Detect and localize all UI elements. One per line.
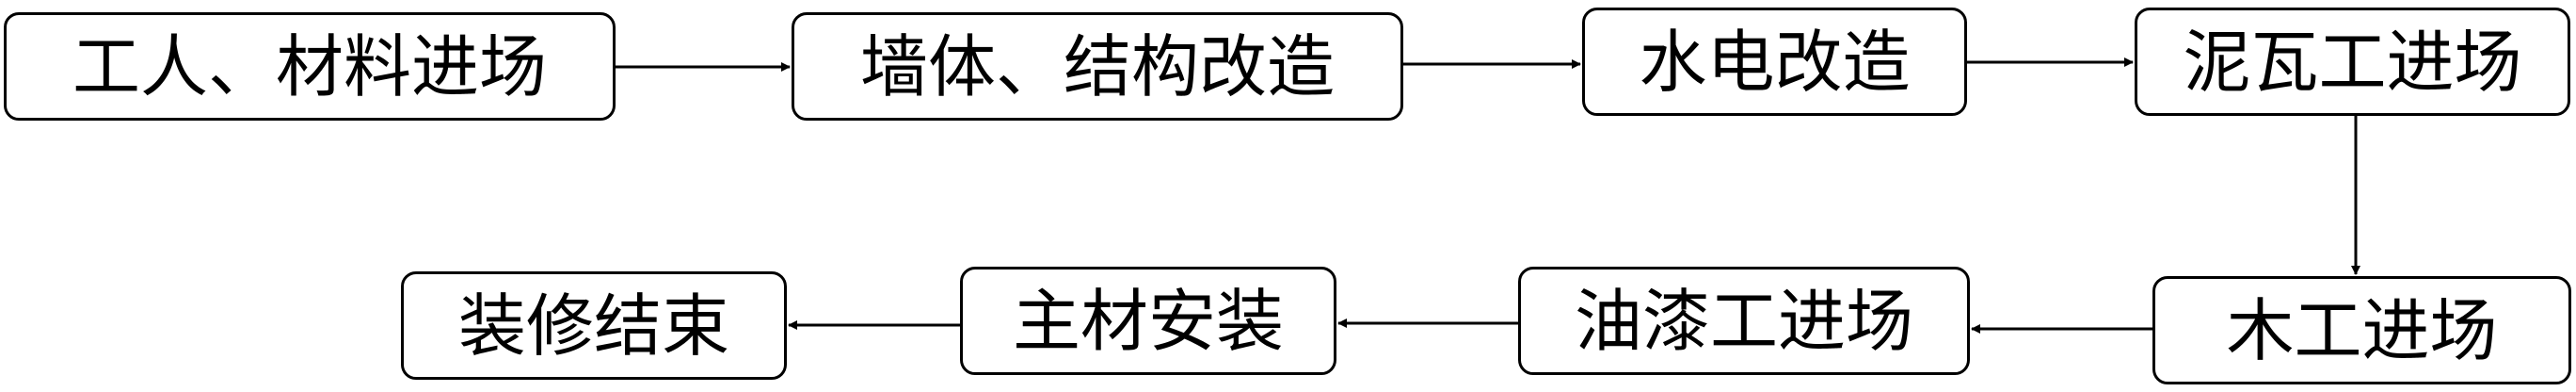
step-masons-arrival: 泥瓦工进场 [2135, 8, 2570, 116]
step-painters-arrival: 油漆工进场 [1518, 267, 1970, 375]
step-label: 水电改造 [1639, 22, 1911, 102]
step-label: 工人、材料进场 [72, 26, 547, 106]
step-label: 墙体、结构改造 [859, 26, 1335, 106]
step-label: 油漆工进场 [1574, 281, 1913, 361]
step-wall-structure-modification: 墙体、结构改造 [792, 12, 1403, 121]
step-workers-materials-arrival: 工人、材料进场 [4, 12, 616, 121]
step-label: 装修结束 [457, 286, 729, 366]
step-carpenters-arrival: 木工进场 [2152, 276, 2571, 384]
step-label: 泥瓦工进场 [2183, 22, 2522, 102]
step-label: 木工进场 [2226, 290, 2498, 370]
step-plumbing-electrical: 水电改造 [1582, 8, 1967, 116]
step-main-materials-installation: 主材安装 [960, 267, 1336, 375]
step-label: 主材安装 [1012, 281, 1284, 361]
step-renovation-complete: 装修结束 [401, 271, 787, 380]
